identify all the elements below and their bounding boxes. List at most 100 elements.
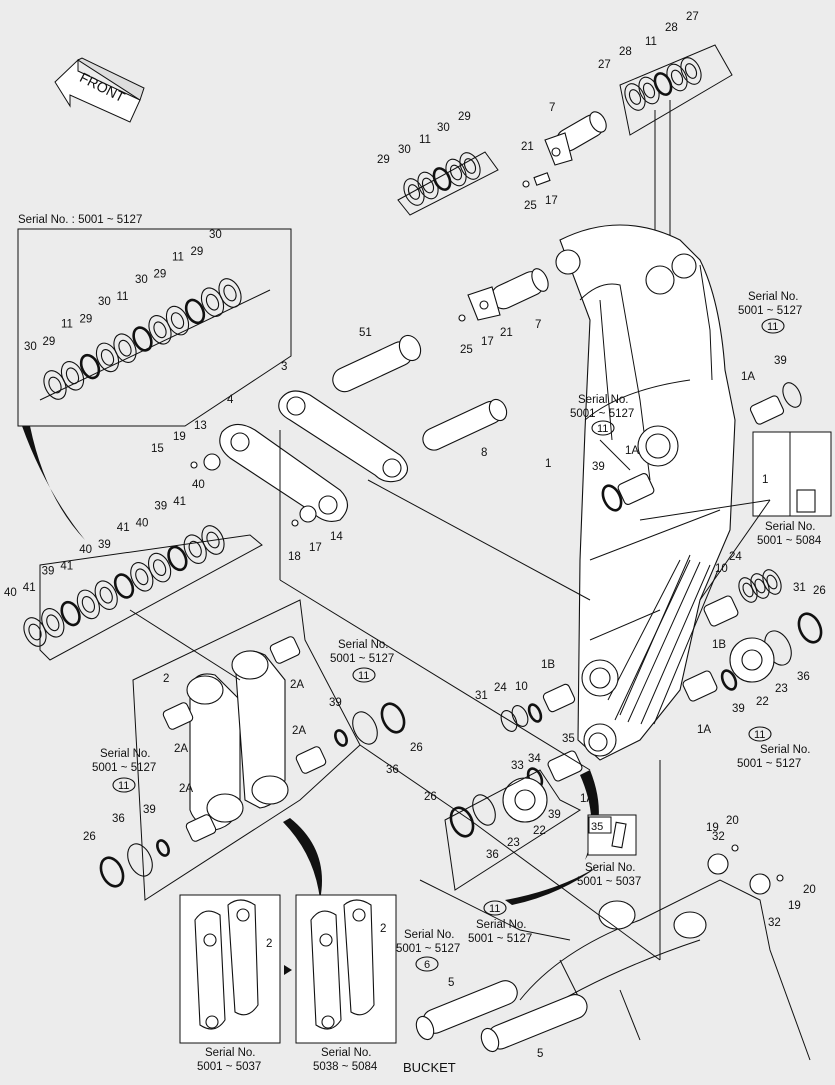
serial-inset-left-a: Serial No. — [205, 1047, 256, 1059]
ring — [403, 178, 425, 206]
link-2 — [186, 650, 289, 831]
o-ring — [156, 839, 170, 857]
callout-32a: 32 — [712, 831, 725, 843]
ring-inner — [463, 158, 477, 174]
callout-22a: 22 — [756, 696, 769, 708]
ring-inner — [642, 82, 656, 99]
ring-set-29-30 — [403, 152, 481, 206]
ring — [500, 710, 518, 732]
link-4 — [219, 423, 349, 522]
ring — [218, 278, 242, 308]
callout-7a: 7 — [549, 102, 555, 114]
callout-23b: 23 — [507, 837, 520, 849]
serial-link-center-a: Serial No. — [338, 639, 389, 651]
serial-right-bottom-a: Serial No. — [760, 744, 811, 756]
callout-28b: 28 — [619, 46, 632, 58]
callout-36a: 36 — [797, 671, 810, 683]
lower-left-ring-set — [23, 525, 263, 661]
ring — [653, 72, 673, 96]
bucket-label: BUCKET — [403, 1060, 456, 1075]
arrow-right-icon — [284, 965, 292, 975]
stack-callout: 41 — [60, 561, 73, 573]
stack-callout: 41 — [173, 496, 186, 508]
ring-inner — [421, 177, 435, 194]
circled-11-c: 11 — [118, 780, 129, 792]
ring-inner — [188, 540, 202, 558]
callout-13: 13 — [194, 420, 207, 432]
inset-link-old — [179, 894, 281, 1044]
front-arrow-icon: FRONT — [54, 57, 145, 123]
boom-detail-box — [752, 431, 832, 517]
callout-1A-b: 1A — [625, 445, 639, 457]
callout-2: 2 — [163, 673, 169, 685]
callout-20a: 20 — [726, 815, 739, 827]
callout-18: 18 — [288, 551, 301, 563]
callout-26b: 26 — [424, 791, 437, 803]
callout-25a: 25 — [524, 200, 537, 212]
callout-36d: 36 — [112, 813, 125, 825]
leader-lines — [129, 430, 771, 961]
stack-callout: 41 — [117, 522, 130, 534]
callout-34: 34 — [528, 753, 541, 765]
ring-inner — [100, 349, 115, 366]
callout-26c: 26 — [410, 742, 423, 754]
callout-2A-d: 2A — [179, 783, 193, 795]
ring — [167, 545, 188, 572]
pin-7-upper — [522, 111, 607, 188]
ring-inner — [449, 164, 463, 181]
upper-left-kit-box: Serial No. : 5001 ~ 5127 — [17, 214, 292, 427]
serial-item35-b: 5001 ~ 5037 — [577, 876, 641, 888]
callout-15: 15 — [151, 443, 164, 455]
ring — [680, 57, 702, 85]
callout-11b: 11 — [419, 134, 431, 146]
callout-17c: 17 — [309, 542, 322, 554]
stack-callout: 30 — [98, 296, 111, 308]
serial-upper-left: Serial No. : 5001 ~ 5127 — [18, 214, 142, 226]
bushings-2A — [162, 636, 327, 842]
bushing-set — [542, 382, 802, 782]
stack-callout: 39 — [98, 539, 111, 551]
callout-20b: 20 — [803, 884, 816, 896]
callout-5a: 5 — [448, 977, 454, 989]
ring-inner — [28, 623, 42, 641]
circled-11-e: 11 — [754, 729, 765, 741]
ring-inner — [206, 531, 220, 549]
circled-11-f: 11 — [489, 903, 500, 915]
ring-set-center — [99, 702, 406, 888]
callout-1b: 1 — [762, 474, 768, 486]
pin-8 — [422, 398, 508, 451]
ring — [41, 608, 65, 638]
ring-inner — [766, 574, 778, 590]
callout-19b: 19 — [706, 822, 719, 834]
callout-33: 33 — [511, 760, 524, 772]
ring — [147, 552, 172, 583]
shim — [472, 794, 496, 826]
circled-11-a: 11 — [767, 321, 778, 333]
ring-inner — [670, 69, 684, 86]
ring-inner — [684, 63, 698, 79]
callout-27a: 27 — [686, 11, 699, 23]
ring-inner — [628, 89, 642, 105]
serial-inset-left-b: 5001 ~ 5037 — [197, 1061, 261, 1073]
callout-39c: 39 — [732, 703, 745, 715]
callout-24b: 24 — [494, 682, 507, 694]
ring — [432, 167, 452, 191]
callout-32b: 32 — [768, 917, 781, 929]
ring-inner — [407, 184, 421, 200]
ring — [183, 534, 207, 564]
serial-center-bottom-a: Serial No. — [476, 919, 527, 931]
o-ring — [720, 669, 738, 691]
callout-22b: 22 — [533, 825, 546, 837]
callout-39d: 39 — [548, 809, 561, 821]
callout-31b: 31 — [475, 690, 488, 702]
callout-11a: 11 — [645, 36, 657, 48]
ring-inner — [65, 367, 80, 385]
serial-boom-mid-b: 5001 ~ 5127 — [570, 408, 634, 420]
callout-8: 8 — [481, 447, 487, 459]
callout-25b: 25 — [460, 344, 473, 356]
retainer-32 — [707, 844, 784, 895]
ring-inner — [152, 559, 167, 576]
stack-callout: 39 — [42, 565, 55, 577]
ring-inner — [223, 284, 237, 302]
